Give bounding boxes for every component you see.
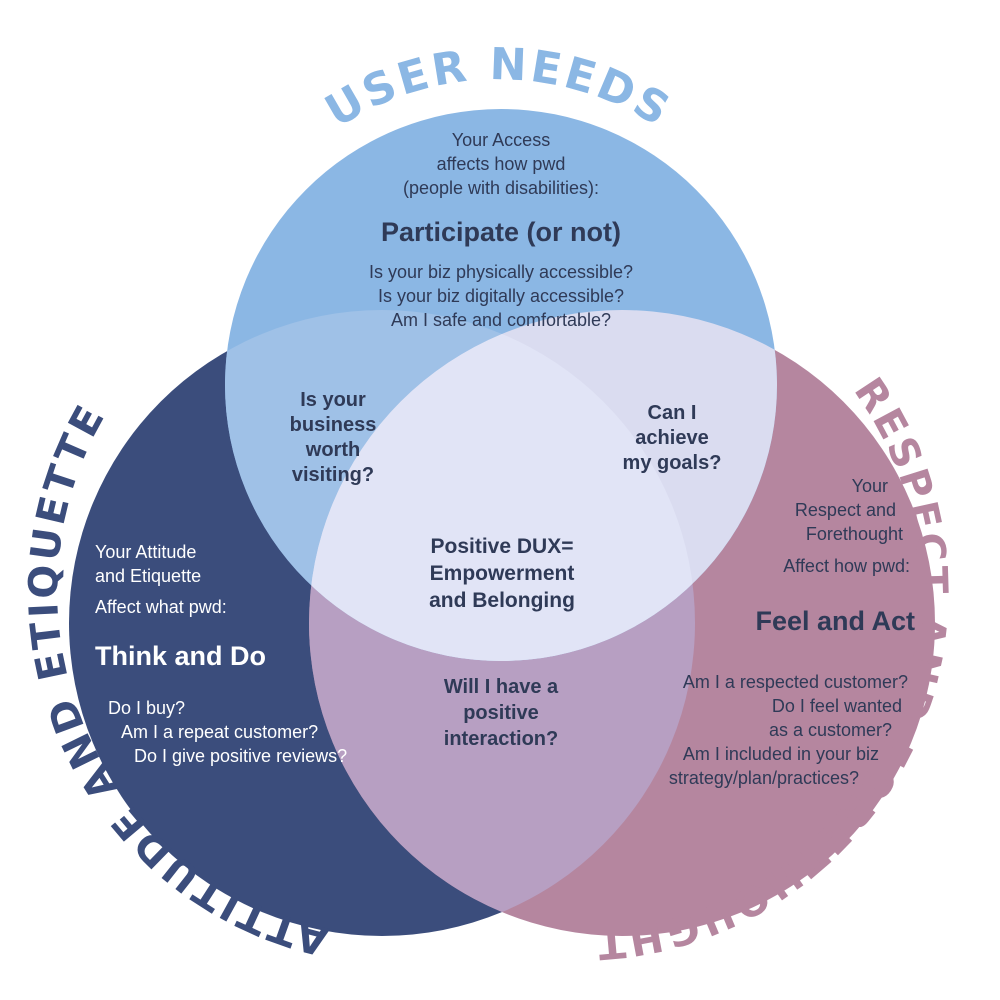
respect-intro-2: Respect and <box>795 500 896 520</box>
attitude-question-2: Am I a repeat customer? <box>121 722 318 742</box>
respect-question-2: Do I feel wanted <box>772 696 902 716</box>
user-needs-question-3: Am I safe and comfortable? <box>391 310 611 330</box>
respect-question-5: strategy/plan/practices? <box>669 768 859 788</box>
overlap-user-attitude-line-3: worth <box>305 439 360 461</box>
respect-intro-1: Your <box>852 476 888 496</box>
attitude-intro-2: and Etiquette <box>95 566 201 586</box>
overlap-attitude-respect-line-1: Will I have a <box>444 676 559 698</box>
overlap-user-respect-line-2: achieve <box>635 427 708 449</box>
attitude-intro-1: Your Attitude <box>95 542 196 562</box>
respect-heading: Feel and Act <box>755 606 915 636</box>
user-needs-heading: Participate (or not) <box>381 217 621 247</box>
center-line-1: Positive DUX= <box>431 535 574 558</box>
overlap-user-attitude-line-2: business <box>290 414 377 436</box>
attitude-question-1: Do I buy? <box>108 698 185 718</box>
user-needs-question-2: Is your biz digitally accessible? <box>378 286 624 306</box>
user-needs-question-1: Is your biz physically accessible? <box>369 262 633 282</box>
user-needs-intro-2: affects how pwd <box>437 154 566 174</box>
center-line-3: and Belonging <box>429 589 575 612</box>
respect-intro-3: Forethought <box>806 524 903 544</box>
overlap-user-respect-line-3: my goals? <box>623 452 722 474</box>
overlap-attitude-respect-line-2: positive <box>463 702 539 724</box>
overlap-user-attitude-line-4: visiting? <box>292 464 374 486</box>
overlap-attitude-respect-line-3: interaction? <box>444 728 558 750</box>
attitude-question-3: Do I give positive reviews? <box>134 746 347 766</box>
overlap-user-attitude-line-1: Is your <box>300 389 366 411</box>
attitude-lead: Affect what pwd: <box>95 597 227 617</box>
overlap-user-respect-line-1: Can I <box>648 402 697 424</box>
overlap-center <box>309 310 695 661</box>
respect-question-3: as a customer? <box>769 720 892 740</box>
respect-question-4: Am I included in your biz <box>683 744 879 764</box>
user-needs-intro-3: (people with disabilities): <box>403 178 599 198</box>
attitude-heading: Think and Do <box>95 641 266 671</box>
center-line-2: Empowerment <box>430 562 575 585</box>
user-needs-intro-1: Your Access <box>452 130 550 150</box>
respect-question-1: Am I a respected customer? <box>683 672 908 692</box>
respect-lead: Affect how pwd: <box>783 556 910 576</box>
